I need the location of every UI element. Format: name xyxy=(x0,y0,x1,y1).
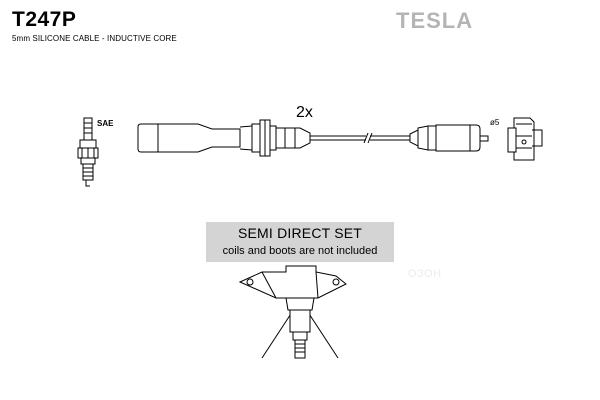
part-number: T247P xyxy=(12,8,77,31)
cable-spec: 5mm SILICONE CABLE - INDUCTIVE CORE xyxy=(12,34,177,43)
brand-logo: TESLA xyxy=(396,8,474,33)
wire-left-boot xyxy=(137,119,311,157)
spark-plug-icon xyxy=(77,117,99,187)
notice-note: coils and boots are not included xyxy=(222,245,378,257)
terminal-diameter-label: ø5 xyxy=(490,118,500,127)
ignition-coil-icon xyxy=(238,265,347,359)
cable xyxy=(310,132,410,144)
wire-right-boot xyxy=(409,124,489,152)
quantity-multiplier: 2x xyxy=(296,104,313,121)
notice-box xyxy=(206,222,394,262)
watermark: ОЗОН xyxy=(408,268,442,280)
terminal-connector-icon xyxy=(507,117,543,161)
spark-plug-label: SAE xyxy=(97,119,114,128)
notice-title: SEMI DIRECT SET xyxy=(237,225,363,241)
